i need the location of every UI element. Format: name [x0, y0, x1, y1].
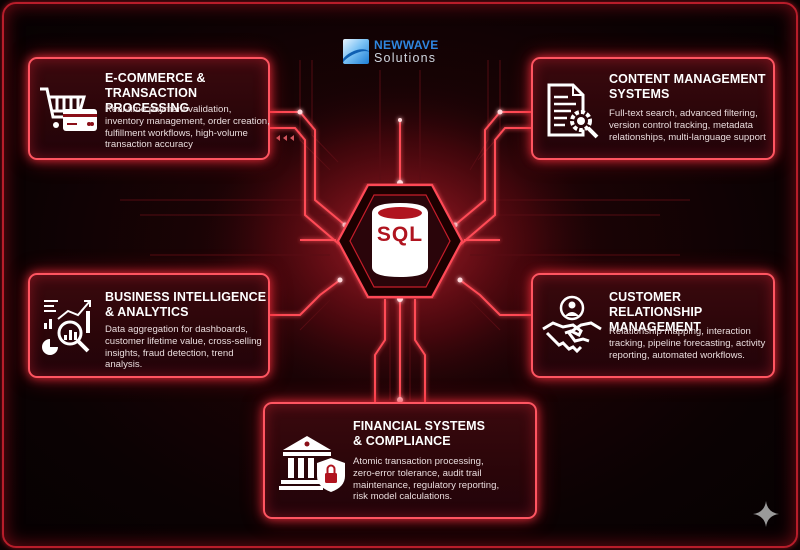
card-business-intelligence: BUSINESS INTELLIGENCE & ANALYTICS Data a…	[28, 273, 270, 378]
sparkle-icon	[753, 501, 779, 527]
card-desc-line: relationships, multi-language support	[609, 131, 766, 143]
card-title-line1: E-COMMERCE &	[105, 71, 206, 85]
database-cylinder-icon	[372, 203, 428, 277]
card-desc-line: fulfillment workflows, high-volume	[105, 127, 248, 139]
card-desc-line: Data aggregation for dashboards,	[105, 324, 248, 335]
card-title-line2: SYSTEMS	[609, 87, 670, 101]
card-desc-line: Real-time payment validation,	[105, 104, 232, 115]
card-title-line2: & ANALYTICS	[105, 305, 189, 319]
card-desc-line: inventory management, order creation,	[105, 115, 270, 127]
card-customer-relationship: CUSTOMER RELATIONSHIP MANAGEMENT Relatio…	[531, 273, 775, 378]
document-gear-search-icon	[547, 83, 599, 139]
card-desc-line: transaction accuracy	[105, 139, 193, 151]
brand-logo: NEWWAVE Solutions	[343, 39, 439, 65]
card-title-line2: MANAGEMENT	[609, 320, 701, 334]
card-desc-line: Atomic transaction processing,	[353, 456, 484, 467]
brand-name: NEWWAVE	[374, 38, 439, 52]
card-desc-line: risk model calculations.	[353, 491, 453, 503]
card-desc-line: customer lifetime value, cross-selling	[105, 335, 262, 347]
analytics-chart-magnifier-icon	[42, 300, 91, 355]
card-desc-line: maintenance, regulatory reporting,	[353, 479, 500, 491]
card-title-line2: TRANSACTION PROCESSING	[105, 86, 198, 115]
card-content-management: CONTENT MANAGEMENT SYSTEMS Full-text sea…	[531, 57, 775, 160]
card-desc-line: version control tracking, metadata	[609, 119, 753, 131]
card-desc-line: Relationship mapping, interaction	[609, 326, 751, 337]
card-ecommerce: E-COMMERCE & TRANSACTION PROCESSING Real…	[28, 57, 270, 160]
wave-logo-icon	[343, 39, 369, 65]
hexagon-frame-icon	[336, 183, 464, 299]
card-desc-line: zero-error tolerance, audit trail	[353, 467, 482, 479]
card-desc-line: analysis.	[105, 359, 143, 371]
shopping-cart-credit-card-icon	[40, 87, 97, 131]
card-desc-line: tracking, pipeline forecasting, activity	[609, 337, 766, 349]
card-title-line2: & COMPLIANCE	[353, 434, 451, 448]
handshake-user-icon	[542, 295, 602, 354]
bank-shield-lock-icon	[279, 436, 345, 492]
card-title-line1: BUSINESS INTELLIGENCE	[105, 290, 267, 304]
card-desc-line: Full-text search, advanced filtering,	[609, 108, 758, 119]
sql-hub: SQL	[336, 183, 464, 299]
card-desc-line: reporting, automated workflows.	[609, 349, 745, 361]
card-financial-systems: FINANCIAL SYSTEMS & COMPLIANCE Atomic tr…	[263, 402, 537, 519]
card-title-line1: FINANCIAL SYSTEMS	[353, 419, 486, 433]
sql-label: SQL	[376, 223, 424, 246]
brand-subtitle: Solutions	[374, 51, 437, 65]
card-title-line1: CONTENT MANAGEMENT	[609, 72, 766, 86]
card-title-line1: CUSTOMER RELATIONSHIP	[609, 290, 703, 319]
card-desc-line: insights, fraud detection, trend	[105, 347, 234, 359]
